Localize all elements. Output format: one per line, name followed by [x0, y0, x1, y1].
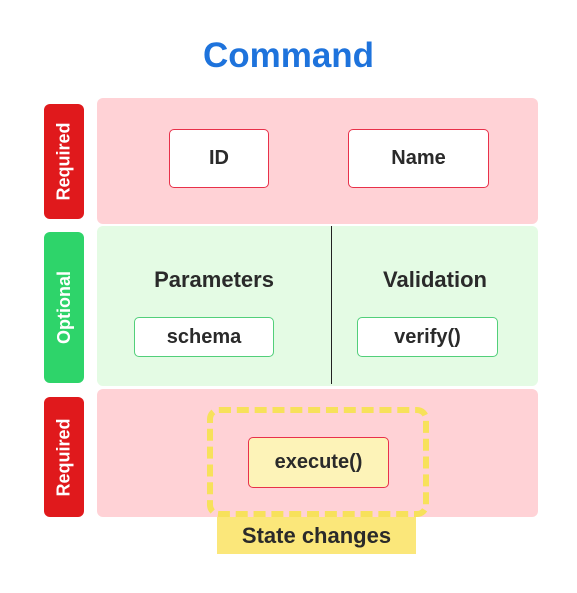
execute-box: execute()	[248, 437, 389, 488]
schema-box: schema	[134, 317, 274, 357]
required-tag-top-label: Required	[53, 122, 74, 201]
optional-tag-label: Optional	[53, 271, 74, 344]
optional-panel	[97, 226, 538, 386]
required-tag-top: Required	[44, 104, 84, 219]
validation-heading: Validation	[383, 267, 487, 292]
optional-divider	[331, 226, 332, 384]
diagram-title: Command	[202, 36, 375, 75]
state-changes-boundary	[207, 407, 429, 517]
optional-tag: Optional	[44, 232, 84, 383]
state-changes-label: State changes	[217, 517, 416, 554]
parameters-heading: Parameters	[154, 267, 274, 292]
name-box: Name	[348, 129, 489, 188]
verify-box: verify()	[357, 317, 498, 357]
id-box: ID	[169, 129, 269, 188]
required-tag-bottom: Required	[44, 397, 84, 517]
required-tag-bottom-label: Required	[53, 417, 74, 497]
